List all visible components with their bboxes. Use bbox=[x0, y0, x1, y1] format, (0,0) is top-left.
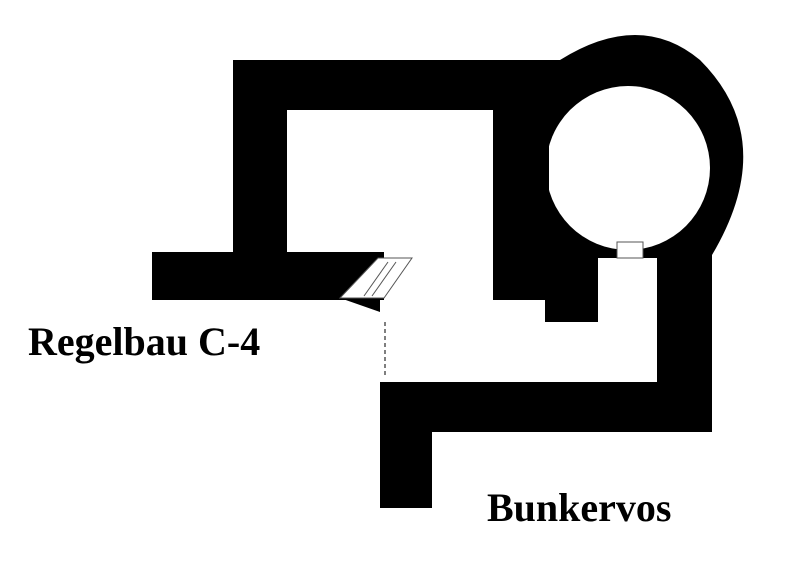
circular-room bbox=[546, 86, 710, 250]
entrance-corridor bbox=[384, 320, 430, 382]
main-room bbox=[287, 110, 657, 382]
source-label: Bunkervos bbox=[487, 485, 672, 530]
plan-title-label: Regelbau C-4 bbox=[28, 319, 261, 364]
divider-wall bbox=[493, 60, 549, 300]
embrasure-line-1 bbox=[363, 261, 389, 297]
embrasure-opening bbox=[338, 257, 413, 299]
circle-passage-opening bbox=[616, 241, 644, 259]
embrasure-line-2 bbox=[371, 261, 397, 297]
inner-block bbox=[545, 300, 598, 322]
